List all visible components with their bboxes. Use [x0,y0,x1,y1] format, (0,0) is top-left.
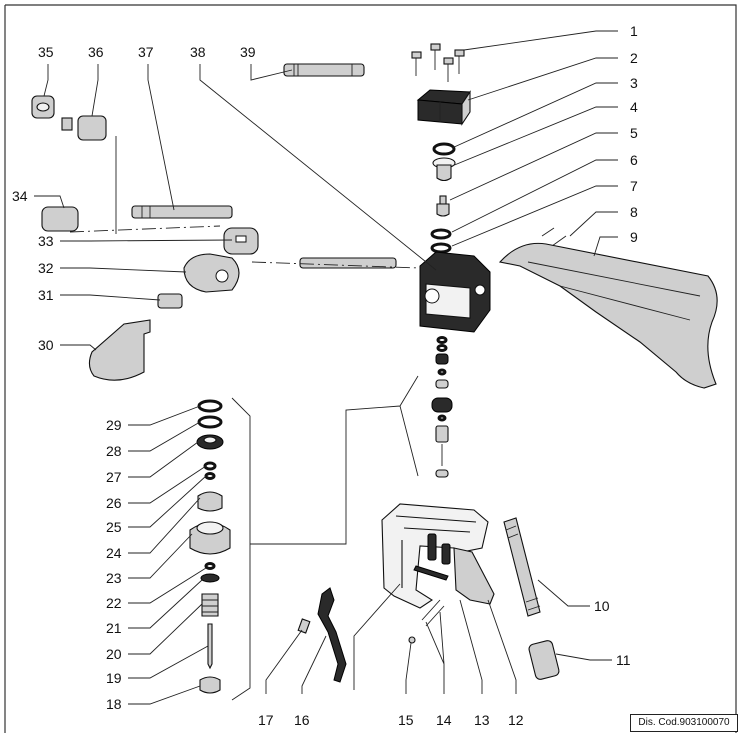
part-fitting [61,115,107,141]
drawing-frame [4,4,737,733]
part-pin [297,618,311,634]
callout-19: 19 [106,670,122,686]
part-small-screws [541,227,567,247]
callout-6: 6 [630,152,638,168]
callout-30: 30 [38,337,54,353]
callout-20: 20 [106,646,122,662]
callout-11: 11 [616,652,631,668]
part-o-ring [432,142,456,156]
callout-35: 35 [38,44,54,60]
part-threaded-insert [157,293,183,309]
callout-leaders [34,30,618,705]
part-screws [411,43,465,82]
callout-25: 25 [106,519,122,535]
part-handle-grip [88,319,151,381]
callout-8: 8 [630,204,638,220]
callout-27: 27 [106,469,122,485]
callout-18: 18 [106,696,122,712]
part-o-ring [430,242,452,254]
part-valve-stem [436,195,450,217]
assembly-link [353,583,401,690]
callout-22: 22 [106,595,122,611]
callout-31: 31 [38,287,54,303]
drawing-code: Dis. Cod.903100070 [630,714,738,732]
part-nut [31,95,55,119]
callout-33: 33 [38,233,54,249]
callout-5: 5 [630,125,638,141]
callout-13: 13 [474,712,490,728]
callout-38: 38 [190,44,206,60]
callout-39: 39 [240,44,256,60]
part-o-ring [430,228,452,240]
part-pins [408,599,445,644]
stack-bracket [231,375,419,701]
assembly-axis [251,261,421,269]
callout-37: 37 [138,44,154,60]
part-outlet-tube [503,517,541,617]
callout-9: 9 [630,229,638,245]
part-stack [431,336,453,478]
part-spring-clip [317,587,347,683]
part-coupling [183,253,240,293]
part-tube [131,205,259,255]
callout-3: 3 [630,75,638,91]
part-clamp-block [416,89,471,126]
callout-12: 12 [508,712,524,728]
callout-32: 32 [38,260,54,276]
part-extension-tube [283,63,365,77]
callout-14: 14 [436,712,452,728]
callout-24: 24 [106,545,122,561]
callout-labels: 1 2 3 4 5 6 7 8 9 10 11 12 13 14 15 16 1… [12,23,638,728]
part-trigger-lever [498,242,718,389]
callout-16: 16 [294,712,310,728]
callout-26: 26 [106,495,122,511]
callout-36: 36 [88,44,104,60]
part-valve-body [419,251,491,333]
callout-1: 1 [630,23,638,39]
callout-34: 34 [12,188,28,204]
assembly-axis [69,225,221,233]
part-drawings [31,43,718,701]
callout-17: 17 [258,712,274,728]
part-stack-left [189,399,231,694]
callout-15: 15 [398,712,414,728]
part-bushing [432,157,456,182]
callout-23: 23 [106,570,122,586]
part-outlet-nut [528,640,560,680]
callout-21: 21 [106,620,122,636]
part-nut [41,206,79,232]
part-handle-body [381,503,495,609]
callout-2: 2 [630,50,638,66]
callout-28: 28 [106,443,122,459]
callout-4: 4 [630,99,638,115]
callout-29: 29 [106,417,122,433]
callout-10: 10 [594,598,610,614]
callout-7: 7 [630,178,638,194]
part-rod [299,257,397,269]
